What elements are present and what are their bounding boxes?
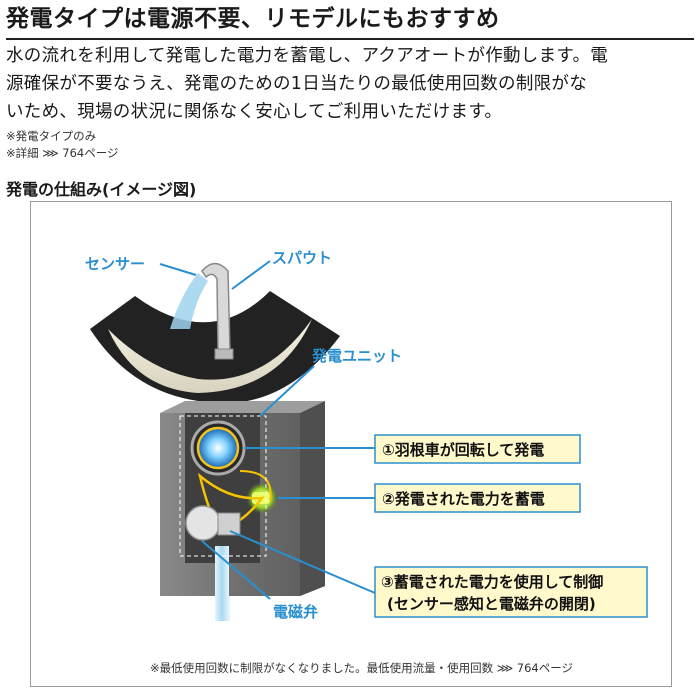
description-line-2: 源確保が不要なうえ、発電のための1日当たりの最低使用回数の制限がな <box>6 70 696 98</box>
impeller <box>192 422 244 474</box>
callout-2-text: ②発電された電力を蓄電 <box>382 490 545 508</box>
water-stream <box>170 273 208 329</box>
label-generator-unit: 発電ユニット <box>311 347 402 365</box>
callout-1-text: ①羽根車が回転して発電 <box>382 441 544 459</box>
generator-diagram: センサー スパウト 発電ユニット 電磁弁 ①羽根車が回転して発電 ②発電された電… <box>30 201 670 685</box>
diagram-heading: 発電の仕組み(イメージ図) <box>6 176 196 200</box>
callout-3-subtext: (センサー感知と電磁弁の開閉) <box>387 595 596 613</box>
description-line-3: いため、現場の状況に関係なく安心してご利用いただけます。 <box>6 98 696 126</box>
label-sensor: センサー <box>85 255 145 273</box>
footnote: ※最低使用回数に制限がなくなりました。最低使用流量・使用回数 ⋙ 764ページ <box>150 660 573 676</box>
spout-leader <box>232 261 270 289</box>
note-details-link[interactable]: ※詳細 ⋙ 764ページ <box>6 145 119 161</box>
note-generator-only: ※発電タイプのみ <box>6 128 96 144</box>
description: 水の流れを利用して発電した電力を蓄電し、アクアオートが作動します。電 源確保が不… <box>6 42 696 126</box>
label-spout: スパウト <box>272 249 332 267</box>
page-title: 発電タイプは電源不要、リモデルにもおすすめ <box>6 4 694 40</box>
description-line-1: 水の流れを利用して発電した電力を蓄電し、アクアオートが作動します。電 <box>6 42 696 70</box>
label-solenoid-valve: 電磁弁 <box>273 603 318 621</box>
washbasin-bowl <box>90 291 340 403</box>
callout-3-text: ③蓄電された電力を使用して制御 <box>381 573 603 591</box>
sensor-leader <box>160 264 196 275</box>
